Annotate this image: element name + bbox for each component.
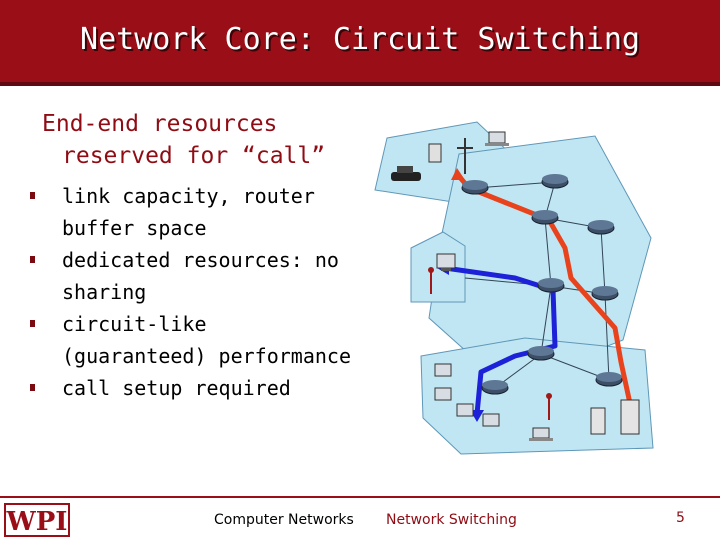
bullet-item: link capacity, router buffer space: [30, 180, 360, 244]
router-icon: [481, 380, 509, 395]
heading-line-1: End-end resources: [42, 111, 278, 137]
wireless-tower-icon: [546, 393, 552, 420]
wpi-logo: WPI: [4, 503, 70, 537]
bullet-text: dedicated resources: no sharing: [62, 248, 339, 304]
bullet-icon: [30, 256, 35, 263]
main-heading: End-end resources reserved for “call”: [42, 108, 362, 172]
desktop-computer-icon: [456, 403, 474, 417]
router-icon: [591, 286, 619, 301]
bullet-text: link capacity, router buffer space: [62, 184, 315, 240]
server-icon: [590, 407, 606, 435]
blue-circuit-path: [444, 265, 558, 415]
bullet-icon: [30, 384, 35, 391]
desktop-computer-icon: [482, 413, 500, 427]
router-icon: [527, 346, 555, 361]
bullet-icon: [30, 192, 35, 199]
footer-rule: [0, 496, 720, 498]
bullet-item: call setup required: [30, 372, 360, 404]
network-diagram: [374, 121, 654, 455]
bullet-text: call setup required: [62, 376, 291, 400]
bullet-item: dedicated resources: no sharing: [30, 244, 360, 308]
router-icon: [587, 220, 615, 235]
page-number: 5: [676, 510, 685, 526]
router-icon: [537, 278, 565, 293]
footer-topic: Network Switching: [386, 512, 517, 528]
bullet-icon: [30, 320, 35, 327]
router-icon: [461, 180, 489, 195]
laptop-icon: [485, 131, 509, 146]
router-icon: [595, 372, 623, 387]
bullet-text: circuit-like (guaranteed) performance: [62, 312, 351, 368]
server-icon: [620, 399, 640, 435]
footer-course: Computer Networks: [214, 512, 354, 528]
pda-icon: [428, 143, 442, 163]
bullet-list: link capacity, router buffer space dedic…: [30, 180, 360, 404]
cell-tower-icon: [457, 138, 473, 174]
laptop-icon: [529, 427, 553, 441]
router-icon: [541, 174, 569, 189]
router-icon: [531, 210, 559, 225]
red-circuit-arrowhead-top: [451, 168, 465, 180]
title-underline: [0, 82, 720, 86]
desktop-computer-icon: [436, 253, 456, 271]
bullet-item: circuit-like (guaranteed) performance: [30, 308, 360, 372]
slide-title: Network Core: Circuit Switching: [80, 22, 640, 57]
heading-line-2: reserved for “call”: [62, 143, 326, 169]
desktop-computer-icon: [434, 387, 452, 401]
desktop-computer-icon: [434, 363, 452, 377]
wireless-tower-icon: [428, 267, 434, 294]
car-icon: [391, 166, 421, 181]
title-bar: [0, 0, 720, 82]
